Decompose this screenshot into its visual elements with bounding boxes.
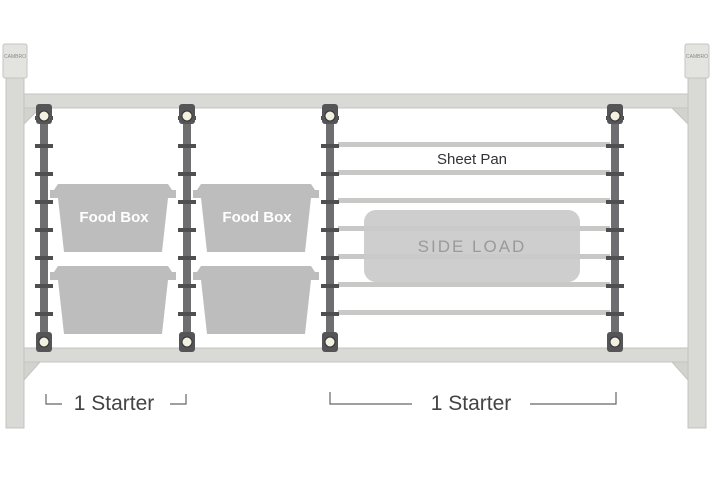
- rail-4: [606, 104, 624, 352]
- food-box-bottom-right: [193, 266, 319, 334]
- starter-bracket-left: 1 Starter: [45, 392, 187, 415]
- brand-logo-right: CAMBRO: [686, 54, 708, 60]
- sheet-pan-label: Sheet Pan: [437, 151, 507, 168]
- food-box-label-2: Food Box: [222, 209, 292, 226]
- side-load-badge: SIDE LOAD: [364, 210, 580, 282]
- rail-2: [178, 104, 196, 352]
- left-post: CAMBRO: [2, 43, 28, 429]
- food-box-top-left: Food Box: [50, 184, 176, 252]
- bottom-crossbar: [23, 347, 689, 382]
- food-box-label-1: Food Box: [79, 209, 149, 226]
- starter-label-left: 1 Starter: [74, 392, 155, 415]
- right-post: CAMBRO: [684, 43, 710, 429]
- starter-bracket-right: 1 Starter: [329, 392, 617, 415]
- brand-logo-left: CAMBRO: [4, 54, 26, 60]
- rail-1: [35, 104, 53, 352]
- food-box-top-right: Food Box: [193, 184, 319, 252]
- food-box-bottom-left: [50, 266, 176, 334]
- starter-label-right: 1 Starter: [431, 392, 512, 415]
- top-crossbar: [23, 93, 689, 126]
- side-load-label: SIDE LOAD: [418, 237, 527, 256]
- rail-3: [321, 104, 339, 352]
